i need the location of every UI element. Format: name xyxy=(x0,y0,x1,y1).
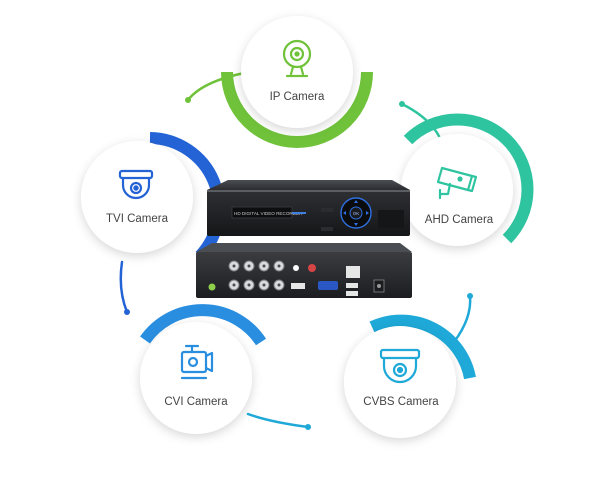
audio-port xyxy=(308,264,316,272)
ok-key: OK xyxy=(353,211,360,216)
dvr-front-unit: HD DIGITAL VIDEO RECORDER OK xyxy=(207,180,410,236)
node-ip-camera: IP Camera xyxy=(221,16,373,148)
node-cvbs-camera: CVBS Camera xyxy=(344,314,476,438)
ip-camera-icon xyxy=(282,39,312,78)
bullet-camera-icon xyxy=(436,166,478,200)
node-label: CVI Camera xyxy=(164,396,228,408)
node-label: AHD Camera xyxy=(425,214,494,226)
dvr-recorder: HD DIGITAL VIDEO RECORDER OK xyxy=(196,180,412,298)
connector-ahd-to-cvbs xyxy=(452,294,472,344)
node-label: CVBS Camera xyxy=(363,396,439,408)
node-tvi-camera: TVI Camera xyxy=(81,132,226,261)
node-circle xyxy=(241,16,353,128)
hdmi-port xyxy=(291,283,305,289)
node-circle xyxy=(401,134,513,246)
node-ahd-camera: AHD Camera xyxy=(401,113,534,246)
lan-port xyxy=(346,266,360,278)
front-control-pad: OK xyxy=(340,197,372,229)
node-accent-arc xyxy=(369,314,476,380)
node-label: TVI Camera xyxy=(106,213,169,225)
dome-camera-icon xyxy=(379,348,421,384)
node-accent-arc xyxy=(149,132,226,261)
node-accent-arc xyxy=(403,113,534,244)
connector-ip-to-ahd xyxy=(400,102,442,140)
vga-port xyxy=(318,281,338,290)
node-label: IP Camera xyxy=(270,91,325,103)
node-accent-arc xyxy=(140,304,267,346)
node-cvi-camera: CVI Camera xyxy=(140,304,267,434)
connector-cvi-to-tvi xyxy=(119,260,129,314)
dvr-rear-unit xyxy=(196,243,412,298)
node-accent-arc xyxy=(221,71,373,148)
connector-cvbs-to-cvi xyxy=(246,412,310,429)
bnc-ports xyxy=(228,260,285,291)
box-camera-icon xyxy=(180,344,214,380)
dome-camera-icon xyxy=(118,169,154,200)
front-label: HD DIGITAL VIDEO RECORDER xyxy=(234,211,303,216)
